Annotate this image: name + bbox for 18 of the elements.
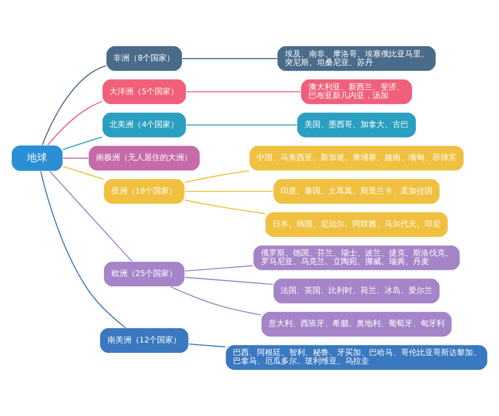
connector — [42, 65, 106, 146]
connector — [188, 344, 226, 348]
connector — [186, 124, 297, 126]
node-box: 地球 — [11, 144, 64, 172]
connector — [50, 171, 132, 262]
connector — [48, 101, 102, 146]
connector — [185, 276, 274, 285]
connector — [182, 58, 278, 60]
connector — [185, 190, 274, 192]
connector — [184, 200, 265, 214]
connector — [170, 286, 262, 316]
connector — [40, 171, 126, 328]
connector — [63, 158, 88, 159]
connector — [184, 170, 250, 183]
connector — [62, 136, 102, 150]
connector — [62, 166, 104, 180]
connector — [186, 91, 301, 92]
connector — [185, 265, 253, 272]
